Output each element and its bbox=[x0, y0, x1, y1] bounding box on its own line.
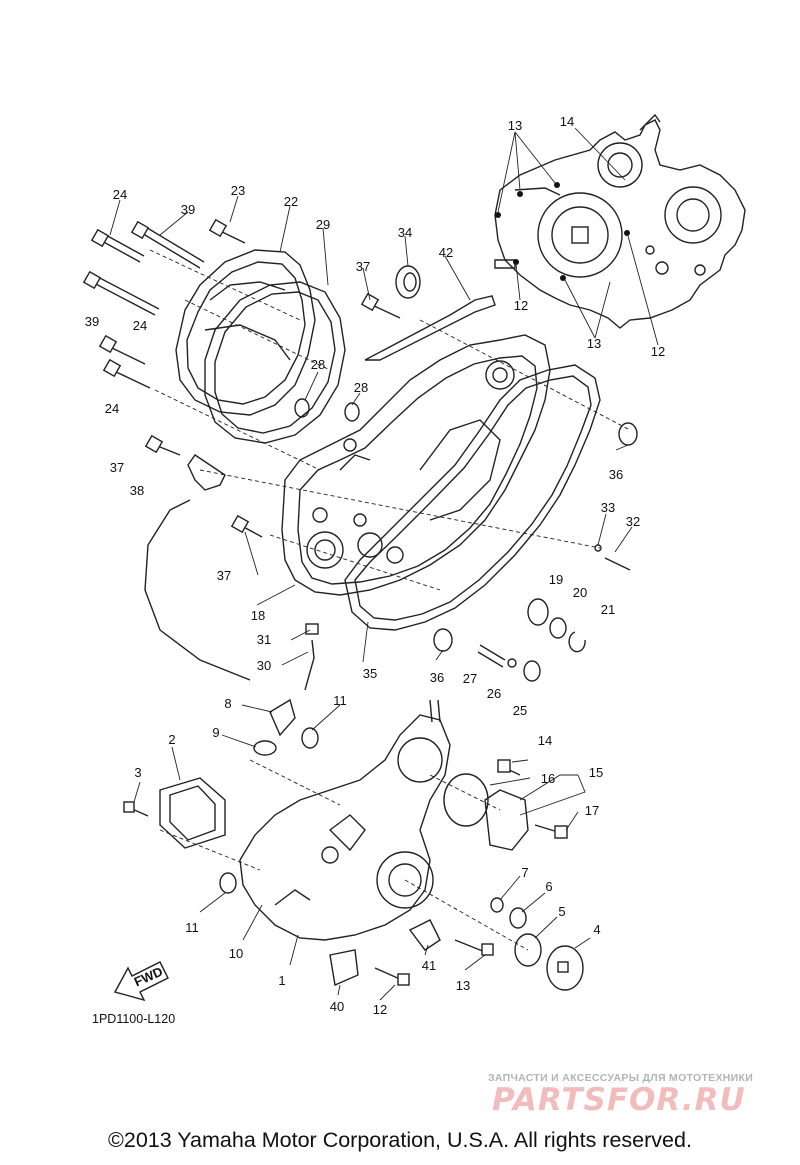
callout-label: 30 bbox=[257, 658, 271, 673]
clutch-cover bbox=[175, 249, 316, 416]
callout-label: 11 bbox=[333, 693, 347, 708]
callout-label: 13 bbox=[587, 336, 601, 351]
callout-label: 31 bbox=[257, 632, 271, 647]
leader-lines bbox=[109, 127, 659, 1001]
callout-label: 39 bbox=[85, 314, 99, 329]
callout-label: 24 bbox=[105, 401, 119, 416]
callout-label: 42 bbox=[439, 245, 453, 260]
callout-label: 15 bbox=[589, 765, 603, 780]
callout-label: 28 bbox=[311, 357, 325, 372]
callout-label: 8 bbox=[224, 696, 231, 711]
callout-label: 22 bbox=[284, 194, 298, 209]
callout-label: 27 bbox=[463, 671, 477, 686]
callout-label: 37 bbox=[217, 568, 231, 583]
callout-label: 24 bbox=[133, 318, 147, 333]
water-pump-housing bbox=[239, 699, 451, 941]
callout-label: 40 bbox=[330, 999, 344, 1014]
callout-label: 6 bbox=[545, 879, 552, 894]
callout-label: 2 bbox=[168, 732, 175, 747]
callout-label: 25 bbox=[513, 703, 527, 718]
callout-label: 16 bbox=[541, 771, 555, 786]
callout-label: 35 bbox=[363, 666, 377, 681]
callout-label: 17 bbox=[585, 803, 599, 818]
callout-label: 19 bbox=[549, 572, 563, 587]
forward-direction-arrow: FWD bbox=[113, 961, 169, 1002]
callout-label: 3 bbox=[134, 765, 141, 780]
callout-label: 36 bbox=[609, 467, 623, 482]
callout-label: 13 bbox=[508, 118, 522, 133]
cover-gasket bbox=[204, 281, 346, 444]
callout-label: 4 bbox=[593, 922, 600, 937]
callout-label: 7 bbox=[521, 865, 528, 880]
callout-label: 5 bbox=[558, 904, 565, 919]
callout-label: 38 bbox=[130, 483, 144, 498]
crankcase-gasket bbox=[344, 364, 601, 631]
callout-label: 20 bbox=[573, 585, 587, 600]
callout-label: 21 bbox=[601, 602, 615, 617]
callout-label: 36 bbox=[430, 670, 444, 685]
callout-label: 18 bbox=[251, 608, 265, 623]
diagram-code: 1PD1100-L120 bbox=[92, 1012, 176, 1026]
callout-label: 24 bbox=[113, 187, 127, 202]
callout-label: 33 bbox=[601, 500, 615, 515]
callout-label: 10 bbox=[229, 946, 243, 961]
callout-label: 39 bbox=[181, 202, 195, 217]
small-parts bbox=[82, 218, 638, 991]
callout-label: 13 bbox=[456, 978, 470, 993]
callout-label: 37 bbox=[356, 259, 370, 274]
callout-label: 26 bbox=[487, 686, 501, 701]
callout-label: 29 bbox=[316, 217, 330, 232]
copyright-notice: ©2013 Yamaha Motor Corporation, U.S.A. A… bbox=[108, 1128, 692, 1152]
callout-label: 14 bbox=[560, 114, 574, 129]
callout-label: 23 bbox=[231, 183, 245, 198]
callout-label: 34 bbox=[398, 225, 412, 240]
callout-label: 37 bbox=[110, 460, 124, 475]
callout-label: 9 bbox=[212, 725, 219, 740]
callout-label: 32 bbox=[626, 514, 640, 529]
callout-label: 28 bbox=[354, 380, 368, 395]
callout-label: 14 bbox=[538, 733, 552, 748]
crankcase-cover bbox=[281, 334, 551, 596]
callout-label: 41 bbox=[422, 958, 436, 973]
callout-label: 12 bbox=[373, 1002, 387, 1017]
fwd-label: FWD bbox=[132, 964, 165, 990]
watermark-tagline: ЗАПЧАСТИ И АКСЕССУАРЫ ДЛЯ МОТОТЕХНИКИ bbox=[488, 1072, 754, 1084]
crankcase-outline bbox=[494, 113, 746, 329]
callout-label: 12 bbox=[651, 344, 665, 359]
watermark-brand: PARTSFOR.RU bbox=[492, 1082, 746, 1118]
callout-label: 1 bbox=[278, 973, 285, 988]
callout-label: 12 bbox=[514, 298, 528, 313]
callout-label: 11 bbox=[185, 920, 199, 935]
assembly-lines bbox=[149, 249, 631, 951]
